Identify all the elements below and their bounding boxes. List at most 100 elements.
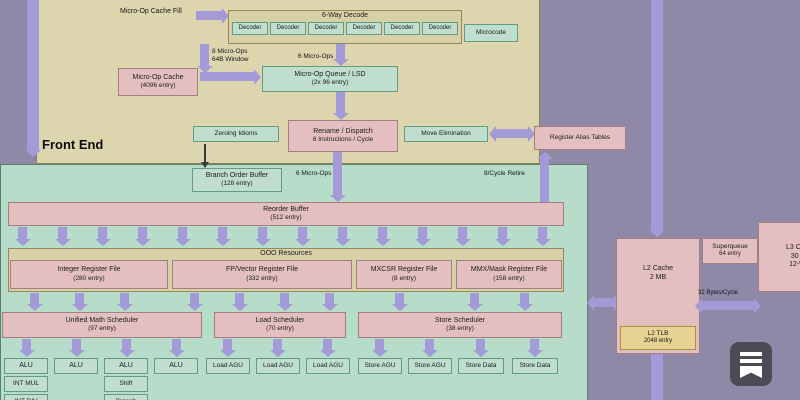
decoder-box: Decoder <box>346 21 382 35</box>
bus-arrow-l2-bottom <box>651 354 663 400</box>
unit-label: Branch <box>116 398 137 400</box>
arrow-rat-link <box>496 129 528 138</box>
arrow-rf-to-scheduler <box>325 293 334 304</box>
store-agu-unit-box: Store AGU <box>358 358 402 374</box>
unit-label: Shift <box>119 379 133 387</box>
arrow-scheduler-to-unit <box>375 339 384 350</box>
six-micro-ops-top-label: 6 Micro-Ops <box>298 53 334 60</box>
arrow-rob-dispatch <box>458 227 467 239</box>
arrow-rob-dispatch <box>258 227 267 239</box>
decoder-box: Decoder <box>384 21 420 35</box>
scheduler-detail: (70 entry) <box>266 325 294 333</box>
rf-detail: (8 entry) <box>391 274 417 282</box>
shift-unit-box: Shift <box>104 376 148 392</box>
rename-dispatch-title: Rename / Dispatch <box>313 127 373 135</box>
l2-tlb-title: L2 TLB <box>647 330 669 338</box>
arrow-rf-to-scheduler <box>395 293 404 304</box>
load-agu-unit-box: Load AGU <box>256 358 300 374</box>
arrow-scheduler-to-unit <box>530 339 539 350</box>
micro-op-queue-detail: (2x 96 entry) <box>311 79 349 87</box>
scheduler-detail: (97 entry) <box>88 325 116 333</box>
arrow-rob-dispatch <box>138 227 147 239</box>
arrow-rf-to-scheduler <box>190 293 199 304</box>
rf-title: MMX/Mask Register File <box>470 266 548 274</box>
register-alias-tables-box: Register Alias Tables <box>534 126 626 150</box>
decode-title: 6-Way Decode <box>321 12 369 19</box>
load-agu-unit-box: Load AGU <box>306 358 350 374</box>
arrow-cache-to-queue <box>200 72 254 81</box>
unit-label: INT DIV <box>15 398 38 400</box>
arrow-rob-dispatch <box>338 227 347 239</box>
arrow-scheduler-to-unit <box>223 339 232 350</box>
unit-label: ALU <box>119 361 133 369</box>
decoder-box: Decoder <box>270 21 306 35</box>
rf-title: FP/Vector Register File <box>226 266 298 274</box>
arrow-scheduler-to-unit <box>172 339 181 350</box>
arrow-rf-to-scheduler <box>470 293 479 304</box>
micro-op-cache-detail: (4096 entry) <box>140 82 176 90</box>
rf-detail: (280 entry) <box>73 274 105 282</box>
micro-op-queue-title: Micro-Op Queue / LSD <box>294 70 366 78</box>
decoder-box: Decoder <box>232 21 268 35</box>
ooo-resources-title: OOO Resources <box>260 250 312 257</box>
unit-label: Store AGU <box>364 361 396 369</box>
alu-unit-box: ALU <box>54 358 98 374</box>
retire-label: 8/Cycle Retire <box>484 170 525 177</box>
superqueue-detail: 64 entry <box>719 251 741 258</box>
arrow-rob-dispatch <box>498 227 507 239</box>
arrow-rob-dispatch <box>538 227 547 239</box>
arrow-rob-dispatch <box>218 227 227 239</box>
arrow-decode-to-cache <box>200 44 209 66</box>
alu-unit-box: ALU <box>104 358 148 374</box>
arrow-rf-to-scheduler <box>30 293 39 304</box>
micro-op-cache-title: Micro-Op Cache <box>132 73 184 81</box>
arrow-scheduler-to-unit <box>323 339 332 350</box>
six-micro-ops-mid-label: 6 Micro-Ops <box>296 170 332 177</box>
arrow-rob-dispatch <box>298 227 307 239</box>
arrow-rob-dispatch <box>378 227 387 239</box>
arrow-rf-to-scheduler <box>235 293 244 304</box>
microcode-box: Microcode <box>464 24 518 42</box>
rob-detail: (512 entry) <box>270 214 302 222</box>
move-elimination-label: Move Elimination <box>421 129 471 137</box>
substack-logo-badge[interactable] <box>730 342 772 386</box>
bob-title: Branch Order Buffer <box>205 171 269 179</box>
rf-detail: (158 entry) <box>493 274 525 282</box>
arrow-scheduler-to-unit <box>425 339 434 350</box>
bob-detail: (128 entry) <box>221 180 253 188</box>
alu-unit-box: ALU <box>4 358 48 374</box>
substack-icon <box>740 352 762 356</box>
arrow-rob-dispatch <box>418 227 427 239</box>
eight-micro-ops-label: 8 Micro-Ops 64B Window <box>212 48 249 64</box>
unit-label: ALU <box>69 361 83 369</box>
arrow-rob-dispatch <box>18 227 27 239</box>
scheduler-title: Load Scheduler <box>255 316 305 324</box>
move-elimination-box: Move Elimination <box>404 126 488 142</box>
arrow-zeroing-to-bob <box>204 144 206 162</box>
arrow-rf-to-scheduler <box>520 293 529 304</box>
arrow-retire <box>540 159 549 202</box>
arrow-rf-to-scheduler <box>280 293 289 304</box>
bus-arrow-l2-top <box>651 0 663 230</box>
arrow-scheduler-to-unit <box>273 339 282 350</box>
arrow-cache-fill <box>196 11 222 20</box>
micro-op-queue-box: Micro-Op Queue / LSD (2x 96 entry) <box>262 66 398 92</box>
scheduler-title: Store Scheduler <box>434 316 486 324</box>
fp-vector-register-file-box: FP/Vector Register File (332 entry) <box>172 260 352 289</box>
l2-tlb-detail: 2048 entry <box>643 338 673 345</box>
arrow-rob-dispatch <box>178 227 187 239</box>
substack-icon <box>740 366 762 378</box>
store-agu-unit-box: Store AGU <box>408 358 452 374</box>
window-64b-text: 64B Window <box>212 56 249 64</box>
store-data-unit-box: Store Data <box>512 358 558 374</box>
arrow-queue-to-rename <box>336 92 345 113</box>
microcode-label: Microcode <box>476 28 506 36</box>
arrow-core-l2 <box>594 298 614 307</box>
unit-label: Store AGU <box>414 361 446 369</box>
substack-icon <box>740 359 762 363</box>
integer-register-file-box: Integer Register File (280 entry) <box>10 260 168 289</box>
arrow-scheduler-to-unit <box>72 339 81 350</box>
reorder-buffer-box: Reorder Buffer (512 entry) <box>8 202 564 226</box>
arrow-scheduler-to-unit <box>476 339 485 350</box>
